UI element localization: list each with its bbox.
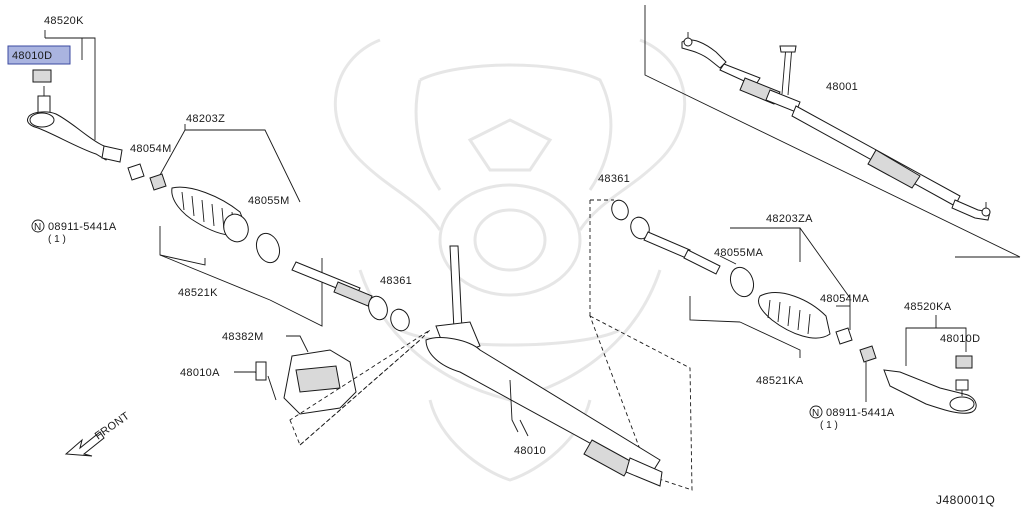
label-48361-right: 48361 [598,173,630,185]
diagram-code: J480001Q [936,493,995,507]
front-arrow-icon [64,431,105,457]
label-front: FRONT [93,410,132,442]
label-48010a: 48010A [180,367,220,379]
left-tie-rod-end [27,30,123,163]
label-48010: 48010 [514,445,546,457]
nut-ref-right: N 08911-5441A ( 1 ) [809,405,895,431]
label-48010d-left[interactable]: 48010D [12,50,52,62]
label-48055m: 48055M [248,195,290,207]
label-48001: 48001 [826,81,858,93]
label-48520ka: 48520KA [904,301,952,313]
mount-bracket-group [234,329,431,446]
label-48054ma: 48054MA [820,293,870,305]
label-qty-right: ( 1 ) [820,420,838,431]
label-08911-5441a-left: 08911-5441A [48,221,117,233]
label-48361-left: 48361 [380,275,412,287]
nut-symbol-right: N [812,408,819,419]
watermark-emblem-icon [333,38,687,482]
nut-symbol-left: N [34,222,41,233]
label-48203za: 48203ZA [766,213,813,225]
label-48010d-right: 48010D [940,333,980,345]
label-48521ka: 48521KA [756,375,804,387]
label-qty-left: ( 1 ) [48,234,66,245]
label-48520k: 48520K [44,15,84,27]
right-socket-group [589,199,977,414]
gear-housing-group [425,245,693,491]
highlighted-part-box[interactable] [7,45,71,65]
label-48055ma: 48055MA [714,247,764,259]
left-boot-group [127,124,410,332]
label-08911-5441a-right: 08911-5441A [826,407,895,419]
label-48054m: 48054M [130,143,172,155]
label-48382m: 48382M [222,331,264,343]
label-48521k: 48521K [178,287,218,299]
gear-assembly-group [644,5,1021,258]
nut-ref-left: N 08911-5441A ( 1 ) [31,219,117,245]
label-48203z: 48203Z [186,113,225,125]
